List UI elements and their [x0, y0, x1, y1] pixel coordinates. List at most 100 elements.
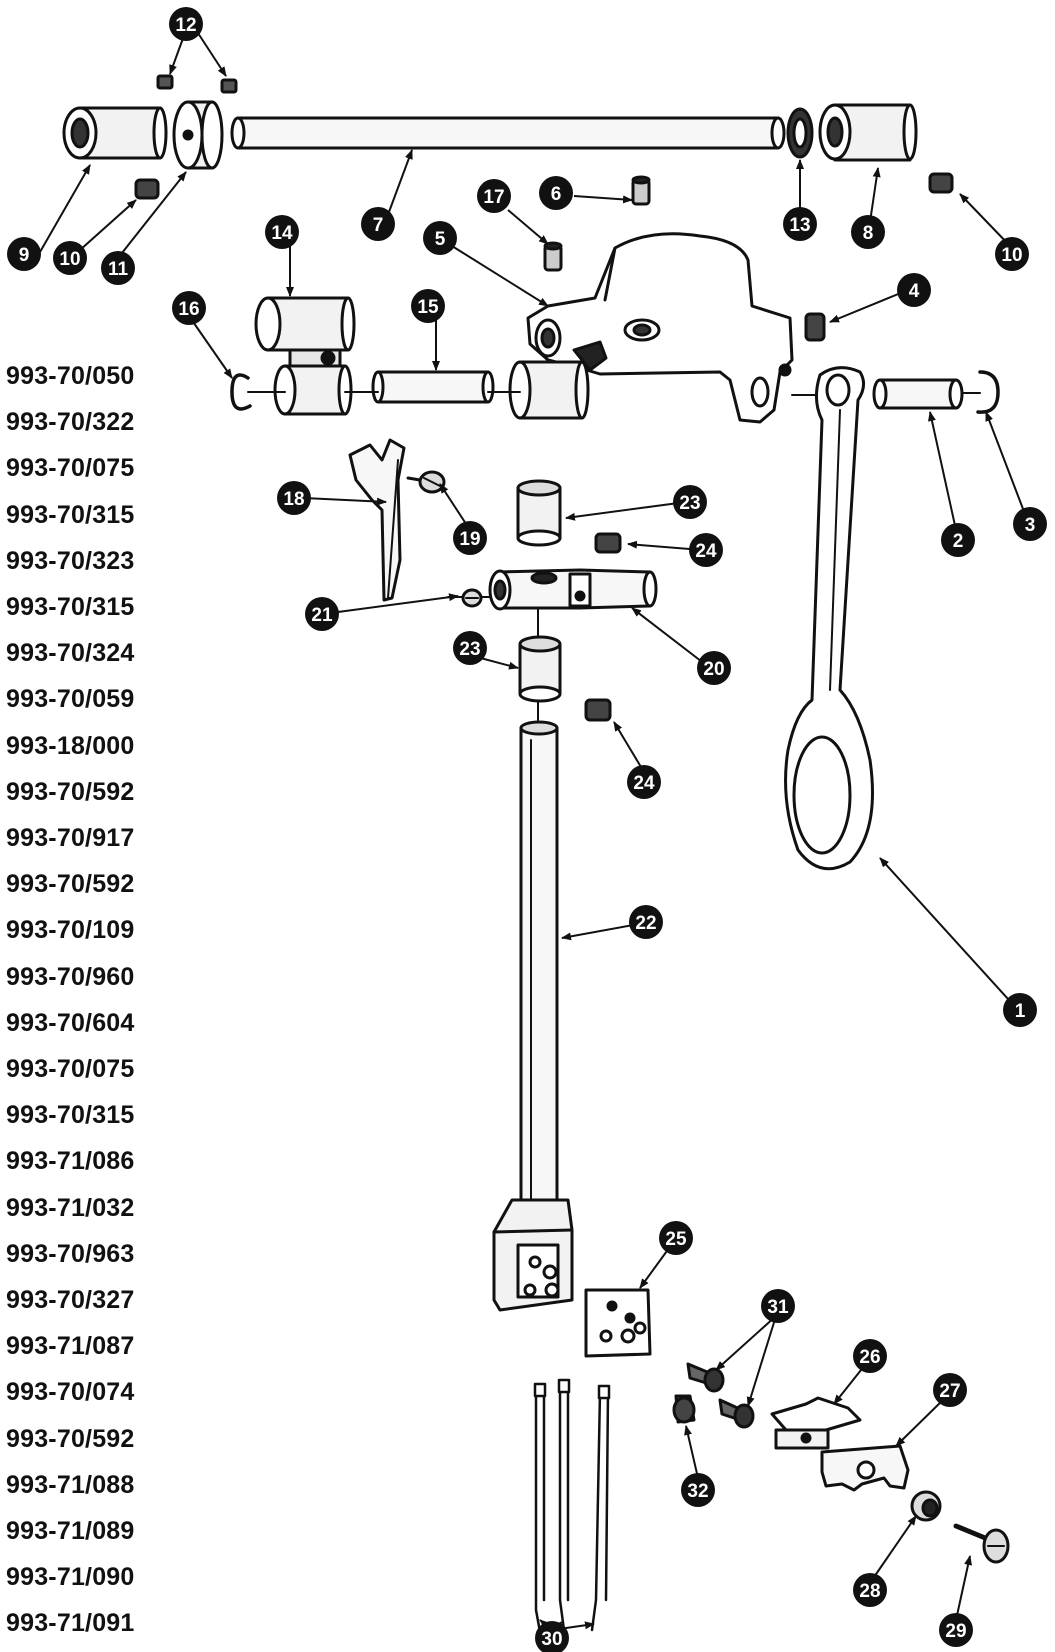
callout-5: 5	[423, 221, 457, 255]
callout-32: 32	[681, 1473, 715, 1507]
callout-13: 13	[783, 207, 817, 241]
callout-number: 5	[435, 229, 446, 250]
assembly-axis-lines	[247, 391, 981, 721]
callout-circle	[453, 521, 487, 555]
callout-number: 16	[178, 299, 199, 320]
callout-number: 24	[695, 541, 717, 562]
housing-part-5	[526, 232, 794, 424]
part-number-item: 993-70/322	[6, 408, 135, 437]
screw-part-28	[910, 1490, 942, 1522]
callout-circle	[673, 485, 707, 519]
callout-number: 20	[703, 659, 724, 680]
callout-number: 29	[945, 1621, 966, 1642]
callout-26: 26	[853, 1339, 887, 1373]
callout-2: 2	[941, 523, 975, 557]
callout-number: 23	[459, 639, 480, 660]
part-number-item: 993-71/090	[6, 1563, 135, 1592]
part-number-item: 993-70/074	[6, 1378, 135, 1407]
callout-number: 18	[283, 489, 304, 510]
screw-part-10-right	[928, 172, 954, 194]
callout-number: 17	[483, 187, 504, 208]
part-number-item: 993-71/086	[6, 1147, 135, 1176]
screw-part-19	[406, 470, 446, 494]
part-number-item: 993-70/075	[6, 1055, 135, 1083]
part-number-item: 993-71/089	[6, 1517, 135, 1545]
needle-clamp-block	[492, 1198, 574, 1312]
callout-circle	[169, 7, 203, 41]
callout-29: 29	[939, 1613, 973, 1647]
callout-circle	[853, 1339, 887, 1373]
pin-part-2	[872, 378, 964, 410]
callout-3: 3	[1013, 507, 1047, 541]
callout-number: 32	[687, 1481, 708, 1502]
callout-4: 4	[897, 273, 931, 307]
part-number-item: 993-70/075	[6, 454, 135, 483]
callout-circle	[101, 251, 135, 285]
part-number-item: 993-70/592	[6, 777, 135, 806]
part-number-item: 993-70/592	[6, 1424, 135, 1453]
collar-part-11	[172, 100, 224, 170]
pin-part-6	[631, 175, 651, 206]
callout-number: 10	[1001, 245, 1022, 266]
callout-16: 16	[172, 291, 206, 325]
part-number-item: 993-70/324	[6, 639, 135, 668]
part-number-item: 993-70/323	[6, 546, 135, 575]
shaft-part-7	[230, 116, 786, 150]
callout-circle	[1003, 993, 1037, 1027]
callout-circle	[172, 291, 206, 325]
callout-circle	[1013, 507, 1047, 541]
callout-7: 7	[361, 207, 395, 241]
callout-15: 15	[411, 289, 445, 323]
bushing-part-9	[62, 106, 168, 160]
callout-circle	[995, 237, 1029, 271]
callout-21: 21	[305, 597, 339, 631]
callout-1: 1	[1003, 993, 1037, 1027]
screw-part-24-upper	[594, 532, 622, 554]
callout-circle	[783, 207, 817, 241]
knife-part-18	[348, 438, 406, 602]
needle-bar-part-22	[519, 720, 559, 1212]
part-number-item: 993-71/091	[6, 1609, 135, 1638]
needles-part-30	[533, 1378, 611, 1634]
part-number-item: 993-70/109	[6, 916, 135, 945]
callout-circle	[53, 241, 87, 275]
plate-part-25	[584, 1288, 652, 1358]
callout-number: 3	[1025, 515, 1036, 536]
connecting-rod-part-1	[784, 366, 874, 871]
part-number-item: 993-70/327	[6, 1286, 135, 1314]
callout-circle	[361, 207, 395, 241]
callout-number: 6	[551, 184, 562, 205]
callout-number: 14	[271, 223, 293, 244]
e-clip-part-16	[230, 373, 252, 411]
callout-circle	[477, 179, 511, 213]
screw-part-24-lower	[584, 698, 612, 722]
callout-number: 2	[953, 531, 964, 552]
part-number-item: 993-70/315	[6, 1101, 135, 1130]
callout-number: 11	[108, 259, 129, 280]
callout-circle	[939, 1613, 973, 1647]
screw-part-10-left	[134, 178, 160, 200]
screws-part-31	[686, 1362, 755, 1429]
callout-6: 6	[539, 176, 573, 210]
callout-circle	[853, 1573, 887, 1607]
callout-number: 31	[767, 1297, 789, 1318]
callout-10: 10	[53, 241, 87, 275]
callout-20: 20	[697, 651, 731, 685]
callout-19: 19	[453, 521, 487, 555]
callout-circle	[629, 905, 663, 939]
callout-circle	[659, 1221, 693, 1255]
part-number-item: 993-70/059	[6, 685, 135, 714]
thread-guide-part-26	[770, 1396, 862, 1450]
part-number-item: 993-70/960	[6, 962, 135, 991]
callout-number: 30	[541, 1629, 562, 1650]
screw-part-4	[804, 312, 826, 342]
callout-10: 10	[995, 237, 1029, 271]
part-number-item: 993-70/050	[6, 362, 135, 390]
callout-number: 25	[665, 1229, 687, 1250]
hub-part-5-left	[508, 360, 590, 420]
bushing-part-8	[818, 103, 918, 162]
callout-30: 30	[535, 1621, 569, 1652]
callout-number: 1	[1015, 1001, 1026, 1022]
